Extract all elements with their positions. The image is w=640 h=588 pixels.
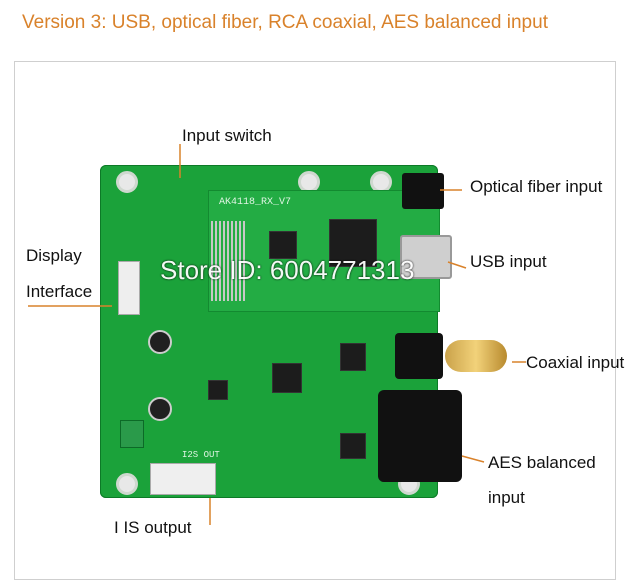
transformer	[340, 343, 366, 371]
label-usb-input: USB input	[470, 252, 547, 271]
aes-line	[461, 455, 485, 463]
mounting-hole	[116, 171, 138, 193]
label-i2s-output: I IS output	[114, 518, 192, 537]
label-input-switch: Input switch	[182, 126, 272, 145]
label-optical-fiber-input: Optical fiber input	[470, 177, 603, 196]
board-model-label: AK4118_RX_V7	[219, 197, 292, 208]
i2s-silk-label: I2S OUT	[182, 450, 220, 460]
xlr-connector	[378, 390, 462, 482]
display-connector	[118, 261, 140, 315]
power-terminal	[120, 420, 144, 448]
label-display: Display	[26, 246, 82, 265]
rca-plug	[445, 340, 507, 372]
photo-frame	[14, 61, 616, 580]
capacitor	[148, 397, 172, 421]
rca-connector	[395, 333, 443, 379]
label-coaxial-input: Coaxial input	[526, 353, 625, 372]
label-interface: Interface	[26, 282, 93, 301]
label-aes-input: input	[488, 488, 525, 507]
capacitor	[148, 330, 172, 354]
page-title: Version 3: USB, optical fiber, RCA coaxi…	[22, 12, 548, 33]
mounting-hole	[116, 473, 138, 495]
receiver-chip	[329, 219, 377, 267]
header-pins	[211, 221, 245, 301]
i2s-header	[150, 463, 216, 495]
usb-line	[447, 261, 467, 269]
small-chip	[269, 231, 297, 259]
usb-connector	[400, 235, 452, 279]
circuit-board: AK4118_RX_V7 I2S OUT	[100, 165, 507, 498]
transformer	[340, 433, 366, 459]
dac-chip	[272, 363, 302, 393]
label-aes-balanced: AES balanced	[488, 453, 596, 472]
optical-connector	[402, 173, 444, 209]
watermark: Store ID: 6004771313	[160, 255, 415, 285]
qfp-chip	[208, 380, 228, 400]
